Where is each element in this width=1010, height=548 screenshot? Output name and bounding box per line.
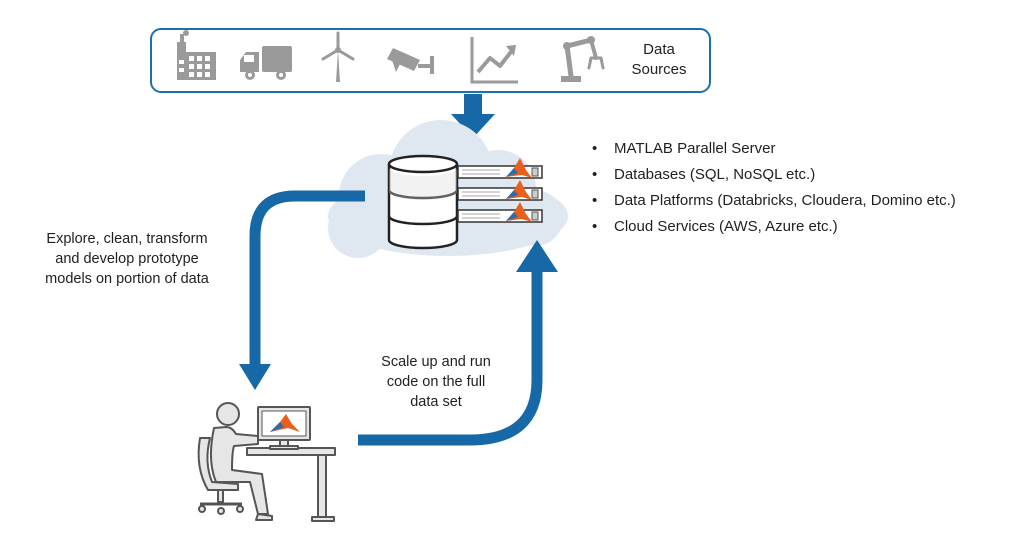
explore-note: Explore, clean, transform and develop pr… <box>22 229 232 289</box>
scale-note: Scale up and run code on the full data s… <box>362 352 510 412</box>
factory-icon <box>177 30 216 80</box>
wind-turbine-icon <box>321 31 355 82</box>
explore-note-line: models on portion of data <box>45 271 209 287</box>
matlab-logo-icon <box>506 202 532 222</box>
scale-note-line: Scale up and run <box>381 354 491 370</box>
platform-list-item: Cloud Services (AWS, Azure etc.) <box>592 214 956 240</box>
platform-list-item: Databases (SQL, NoSQL etc.) <box>592 162 956 188</box>
platform-list: MATLAB Parallel Server Databases (SQL, N… <box>592 136 956 240</box>
platform-list-item: Data Platforms (Databricks, Cloudera, Do… <box>592 188 956 214</box>
robot-arm-icon <box>561 36 605 82</box>
platform-list-item: MATLAB Parallel Server <box>592 136 956 162</box>
database-icon <box>387 154 459 250</box>
person-at-computer-icon <box>197 402 336 522</box>
data-sources-label-line2: Sources <box>631 61 687 78</box>
matlab-logo-icon <box>506 180 532 200</box>
arrow-down-to-cloud <box>451 94 495 138</box>
truck-icon <box>240 46 292 80</box>
data-sources-label-line1: Data <box>643 41 675 58</box>
line-chart-icon <box>470 37 518 84</box>
matlab-logo-icon <box>270 414 300 432</box>
scale-note-line: data set <box>410 394 462 410</box>
security-camera-icon <box>387 48 434 74</box>
explore-note-line: and develop prototype <box>55 251 199 267</box>
matlab-logo-icon <box>506 158 532 178</box>
scale-note-line: code on the full <box>386 374 486 390</box>
server-racks <box>457 158 543 223</box>
arrow-explore-down <box>239 190 365 390</box>
arrow-scale-up <box>358 240 558 446</box>
explore-note-line: Explore, clean, transform <box>46 231 208 247</box>
data-sources-label: Data Sources <box>618 40 700 80</box>
